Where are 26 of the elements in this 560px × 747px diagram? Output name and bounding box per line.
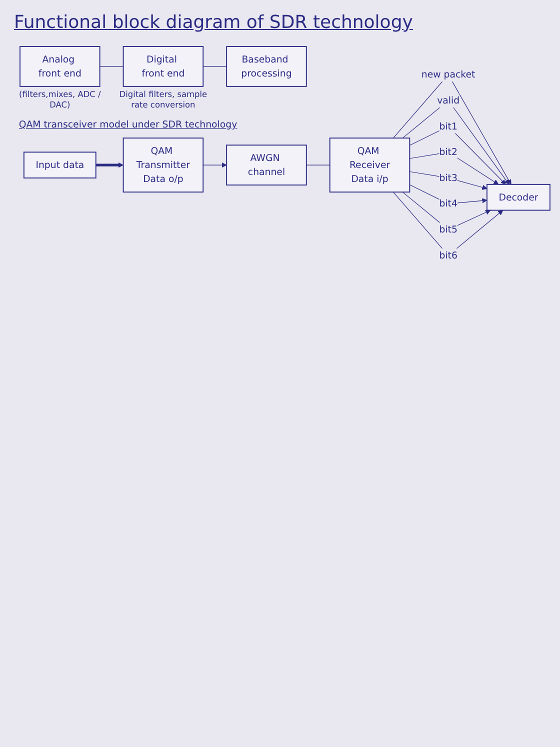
- edge-label: bit4: [439, 198, 458, 210]
- arrow: [409, 152, 499, 185]
- connector: [306, 164, 330, 166]
- edge-label: new packet: [421, 68, 476, 80]
- edge-label: bit1: [439, 120, 458, 132]
- node-box: AWGN channel: [226, 144, 307, 186]
- node-box: Baseband processing: [226, 46, 307, 87]
- node-box: QAM Transmitter Data o/p: [122, 138, 204, 193]
- connector: [100, 66, 124, 67]
- arrow: [96, 162, 124, 168]
- edge-label: bit6: [439, 250, 458, 261]
- node-box: Input data: [23, 152, 96, 178]
- node-box: QAM Receiver Data i/p: [329, 138, 410, 193]
- node-box: Analog front end: [20, 46, 100, 87]
- node-box: Decoder: [486, 184, 550, 211]
- edge-label: bit3: [439, 172, 458, 184]
- edge-label: bit2: [439, 146, 458, 158]
- edge-label: valid: [437, 94, 460, 106]
- arrow: [202, 162, 227, 168]
- node-box: Digital front end: [122, 46, 204, 87]
- node-note: (filters,mixes, ADC / DAC): [18, 90, 102, 110]
- node-note: Digital filters, sample rate conversion: [118, 90, 208, 110]
- diagram-title: Functional block diagram of SDR technology: [14, 12, 413, 33]
- section-heading: QAM transceiver model under SDR technology: [18, 118, 238, 130]
- edge-label: bit5: [439, 224, 458, 235]
- connector: [202, 66, 227, 67]
